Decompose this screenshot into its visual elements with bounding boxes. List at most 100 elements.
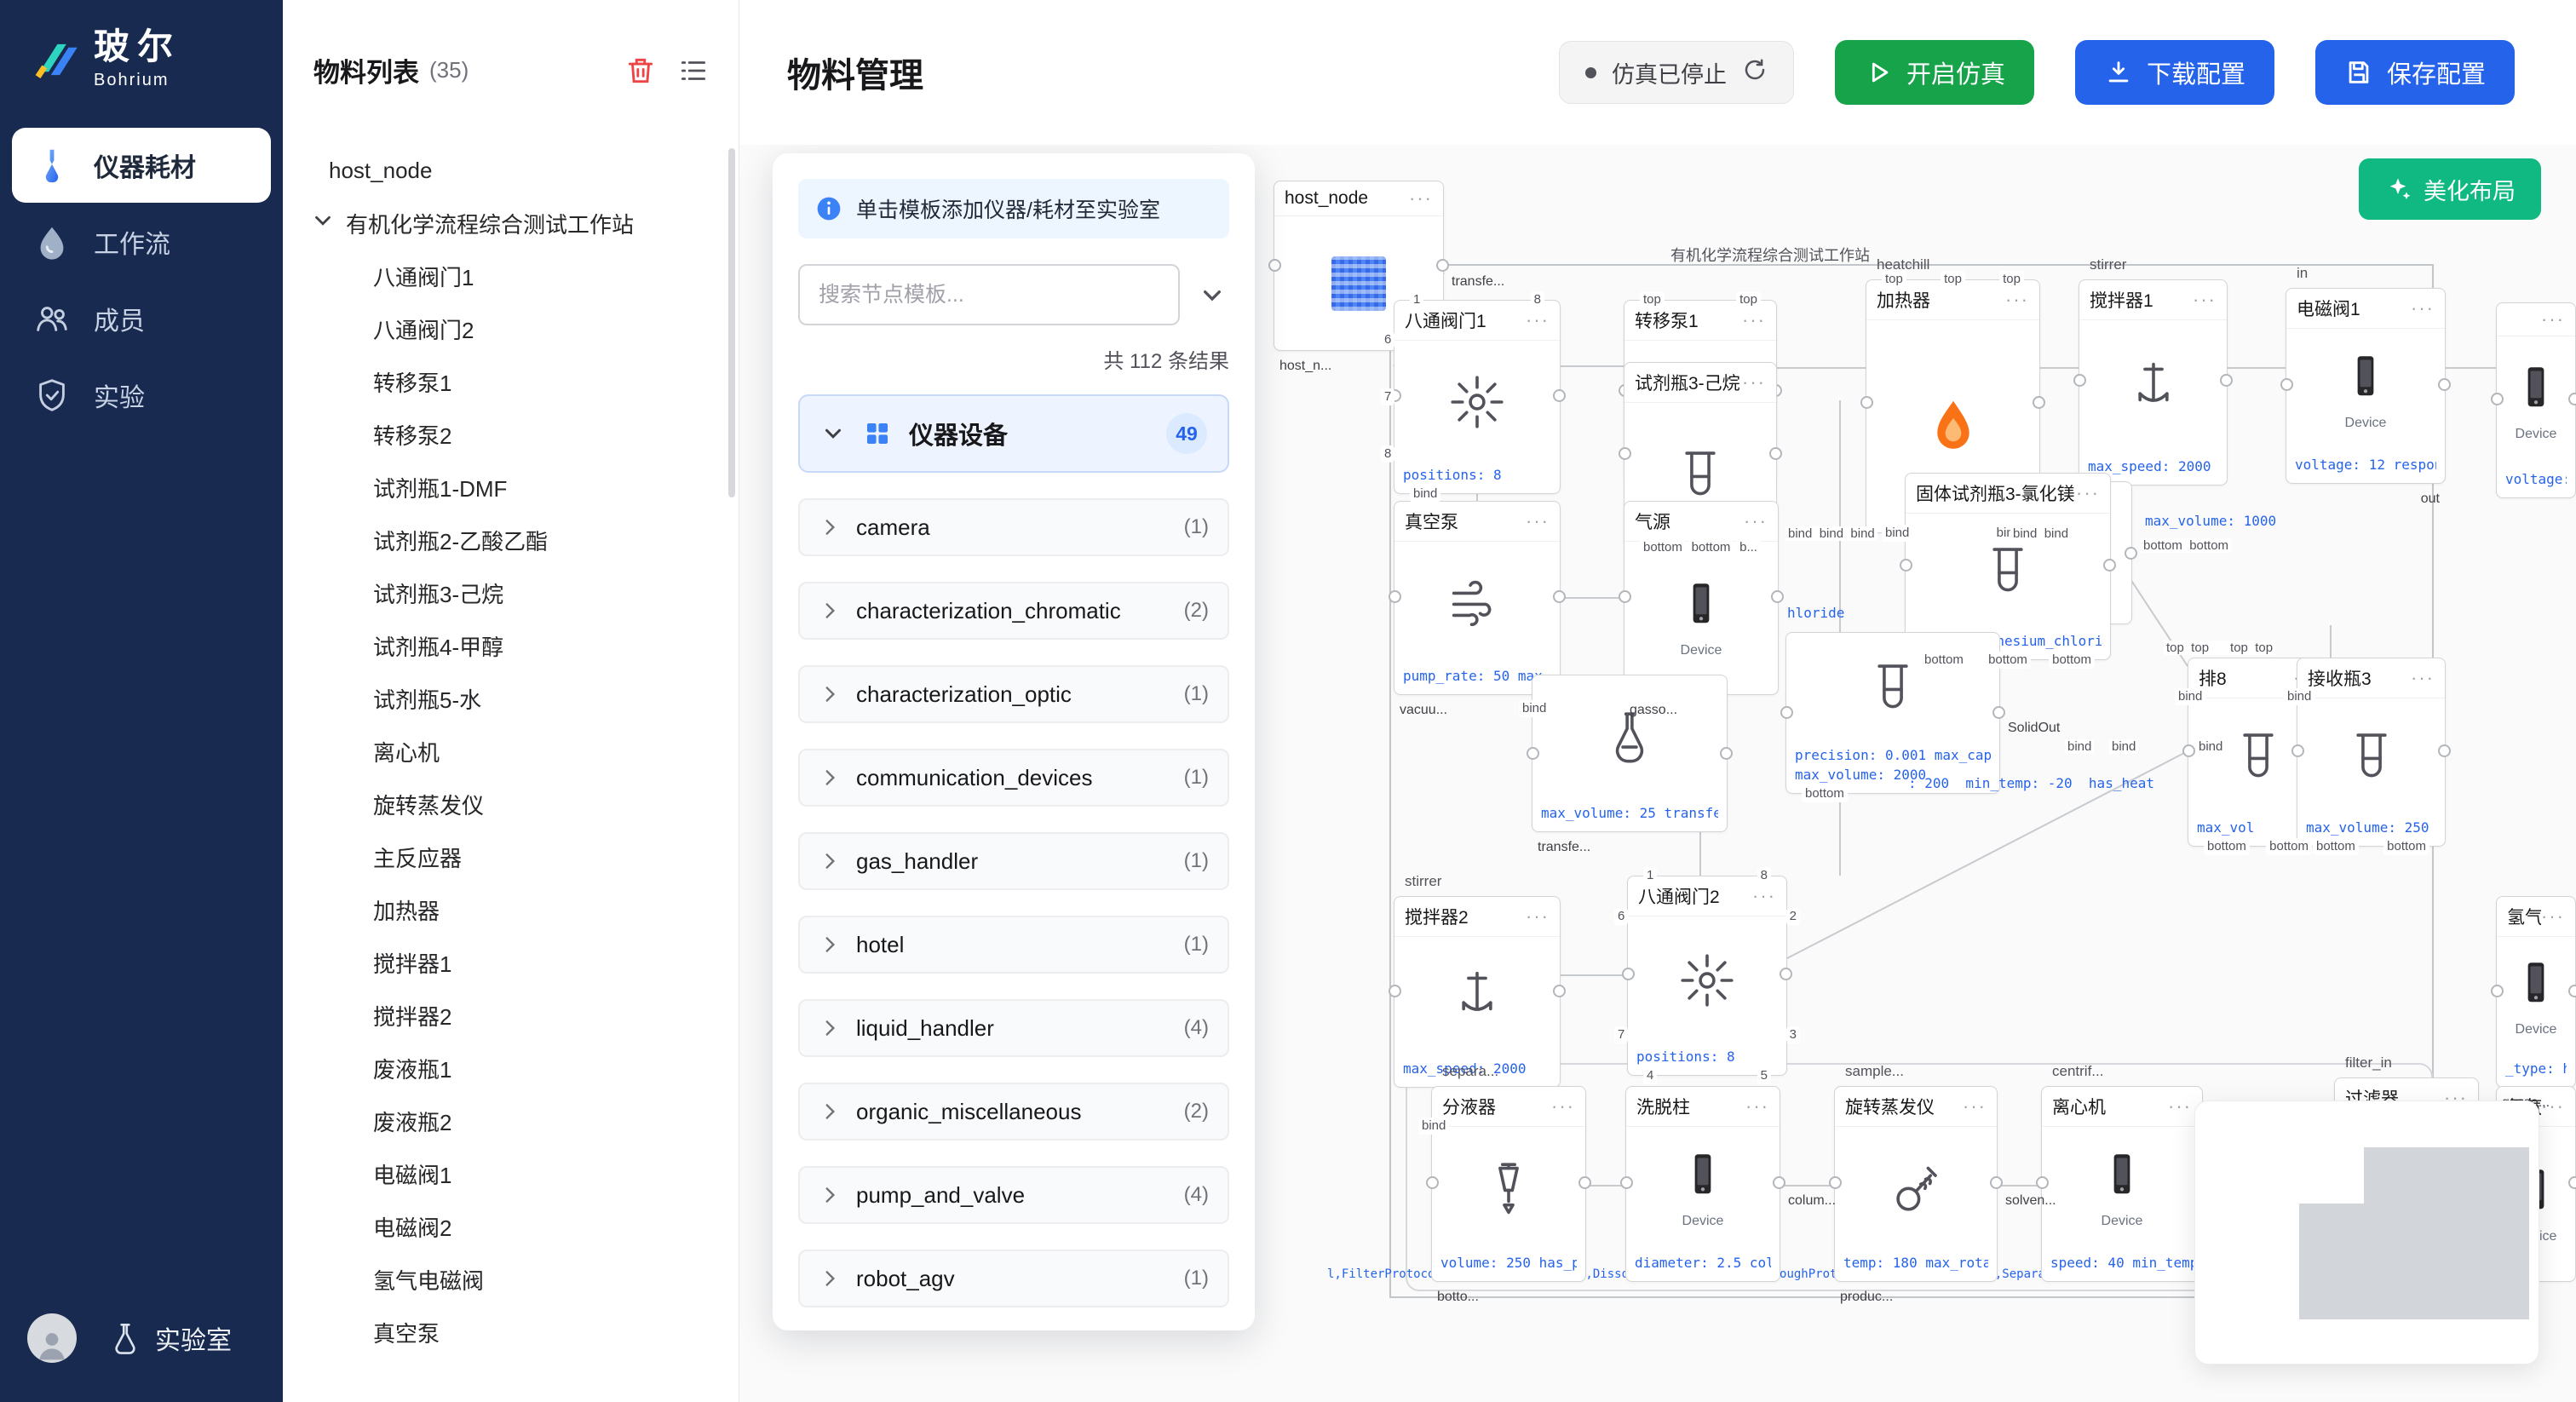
node-menu-icon[interactable]: ···: [2541, 308, 2565, 330]
sidebar-item-2[interactable]: 工作流: [12, 204, 271, 279]
sidebar-item-3[interactable]: 成员: [12, 281, 271, 356]
node-menu-icon[interactable]: ···: [2541, 905, 2565, 927]
canvas-node-氢气气源[interactable]: 氢气气源···Device_type: hydrogengasso...: [2491, 896, 2576, 1110]
node-menu-icon[interactable]: ···: [2193, 289, 2217, 310]
tree-item[interactable]: 主反应器: [373, 845, 463, 871]
template-item-characterization_chromatic[interactable]: characterization_chromatic(2): [798, 582, 1229, 640]
canvas-node-分液器[interactable]: separa...分液器···volume: 250 has_phases: t…: [1418, 1063, 1591, 1304]
template-item-characterization_optic[interactable]: characterization_optic(1): [798, 665, 1229, 723]
port-chip[interactable]: 4: [1643, 1067, 1658, 1084]
port-chip[interactable]: 2: [1785, 908, 1800, 926]
port-chip[interactable]: bottom: [1985, 652, 2031, 669]
port-chip[interactable]: 8: [1381, 445, 1395, 463]
port-chip[interactable]: 6: [1381, 331, 1395, 349]
tree-item[interactable]: 转移泵2: [373, 422, 452, 449]
port-chip[interactable]: bottom: [1688, 539, 1734, 556]
tree-item[interactable]: 电磁阀2: [373, 1215, 452, 1241]
template-item-hotel[interactable]: hotel(1): [798, 916, 1229, 974]
port-chip[interactable]: bottom: [1921, 652, 1967, 669]
list-layout-icon[interactable]: [677, 55, 710, 87]
collapse-panel-icon[interactable]: [1195, 278, 1229, 312]
tree-item[interactable]: 离心机: [373, 739, 440, 766]
tree-item[interactable]: 旋转蒸发仪: [373, 792, 485, 819]
node-menu-icon[interactable]: ···: [1409, 187, 1433, 209]
tree-item[interactable]: 试剂瓶5-水: [373, 687, 482, 713]
port-chip[interactable]: bottom: [1802, 785, 1848, 802]
avatar[interactable]: [27, 1313, 77, 1363]
start-simulation-button[interactable]: 开启仿真: [1834, 40, 2034, 105]
node-menu-icon[interactable]: ···: [1551, 1095, 1575, 1117]
refresh-icon[interactable]: [1742, 57, 1768, 89]
node-menu-icon[interactable]: ···: [2005, 289, 2029, 310]
node-menu-icon[interactable]: ···: [1526, 510, 1550, 531]
template-search-input[interactable]: [798, 264, 1180, 325]
port-chip[interactable]: 8: [1530, 291, 1544, 308]
tree-item[interactable]: 转移泵1: [373, 370, 452, 396]
port-chip[interactable]: bottom: [2313, 838, 2359, 855]
port-chip[interactable]: top: [1640, 291, 1665, 308]
port-chip[interactable]: bind: [2284, 688, 2315, 706]
port-chip[interactable]: 7: [1614, 1026, 1629, 1043]
node-menu-icon[interactable]: ···: [1742, 371, 1766, 393]
tree-item[interactable]: 废液瓶2: [373, 1109, 452, 1135]
port-chip[interactable]: 3: [1785, 1026, 1800, 1043]
port-chip[interactable]: bind: [1418, 1118, 1450, 1135]
port-chip[interactable]: bind: [1992, 525, 2024, 542]
canvas-node-fragment[interactable]: max_volume: 25 transfer_rate: 10bindtran…: [1519, 675, 1733, 854]
template-item-gas_handler[interactable]: gas_handler(1): [798, 832, 1229, 890]
node-menu-icon[interactable]: ···: [2168, 1095, 2192, 1117]
port-chip[interactable]: bind: [2175, 688, 2206, 706]
node-menu-icon[interactable]: ···: [1963, 1095, 1987, 1117]
node-menu-icon[interactable]: ···: [1526, 309, 1550, 330]
category-instrument-devices[interactable]: 仪器设备 49: [798, 394, 1229, 473]
port-chip[interactable]: bottom: [2204, 838, 2250, 855]
node-menu-icon[interactable]: ···: [1745, 1095, 1769, 1117]
beautify-layout-button[interactable]: 美化布局: [2359, 158, 2541, 220]
tree-item[interactable]: 试剂瓶4-甲醇: [373, 634, 504, 660]
template-item-communication_devices[interactable]: communication_devices(1): [798, 749, 1229, 807]
port-chip[interactable]: 1: [1643, 867, 1658, 884]
node-menu-icon[interactable]: ···: [1752, 885, 1776, 906]
save-config-button[interactable]: 保存配置: [2314, 40, 2515, 105]
port-chip[interactable]: bind: [1882, 525, 1913, 542]
node-menu-icon[interactable]: ···: [1744, 510, 1768, 531]
node-menu-icon[interactable]: ···: [1526, 905, 1550, 927]
tree-item[interactable]: 试剂瓶2-乙酸乙酯: [373, 528, 549, 554]
sidebar-item-4[interactable]: 实验: [12, 358, 271, 433]
port-chip[interactable]: bind: [1519, 700, 1550, 718]
node-menu-icon[interactable]: ···: [2541, 1095, 2565, 1117]
tree-item[interactable]: 八通阀门1: [373, 264, 474, 290]
canvas-node-旋转蒸发仪[interactable]: sample...旋转蒸发仪···temp: 180 max_rotation_…: [1829, 1063, 2056, 1304]
tree-item[interactable]: 加热器: [373, 898, 440, 924]
flow-canvas[interactable]: 有机化学流程综合测试工作站 host_node···transfe...host…: [739, 145, 2576, 1402]
port-chip[interactable]: 8: [1757, 867, 1771, 884]
node-menu-icon[interactable]: ···: [2411, 297, 2435, 319]
tree-item[interactable]: 八通阀门2: [373, 317, 474, 343]
port-chip[interactable]: 6: [1614, 908, 1629, 926]
port-chip[interactable]: top: [1736, 291, 1761, 308]
tree-item[interactable]: 废液瓶1: [373, 1056, 452, 1083]
canvas-node-真空泵[interactable]: 真空泵···pump_rate: 50 max_vacuum: 0.1vacuu…: [1389, 501, 1566, 717]
port-chip[interactable]: 5: [1757, 1067, 1771, 1084]
download-config-button[interactable]: 下载配置: [2074, 40, 2274, 105]
tree-item[interactable]: 试剂瓶1-DMF: [373, 475, 508, 502]
materials-scrollbar[interactable]: [728, 148, 735, 497]
sidebar-item-1[interactable]: 仪器耗材: [12, 128, 271, 203]
node-menu-icon[interactable]: ···: [2411, 667, 2435, 688]
delete-icon[interactable]: [624, 55, 657, 87]
template-item-camera[interactable]: camera(1): [798, 498, 1229, 556]
port-chip[interactable]: 7: [1381, 388, 1395, 405]
tree-item-station[interactable]: 有机化学流程综合测试工作站: [283, 197, 739, 250]
port-chip[interactable]: top: [1999, 271, 2024, 288]
tree-item-host-node[interactable]: host_node: [329, 157, 433, 183]
port-chip[interactable]: 1: [1410, 291, 1424, 308]
lab-switcher[interactable]: 实验室: [107, 1319, 232, 1357]
minimap[interactable]: [2194, 1100, 2539, 1365]
